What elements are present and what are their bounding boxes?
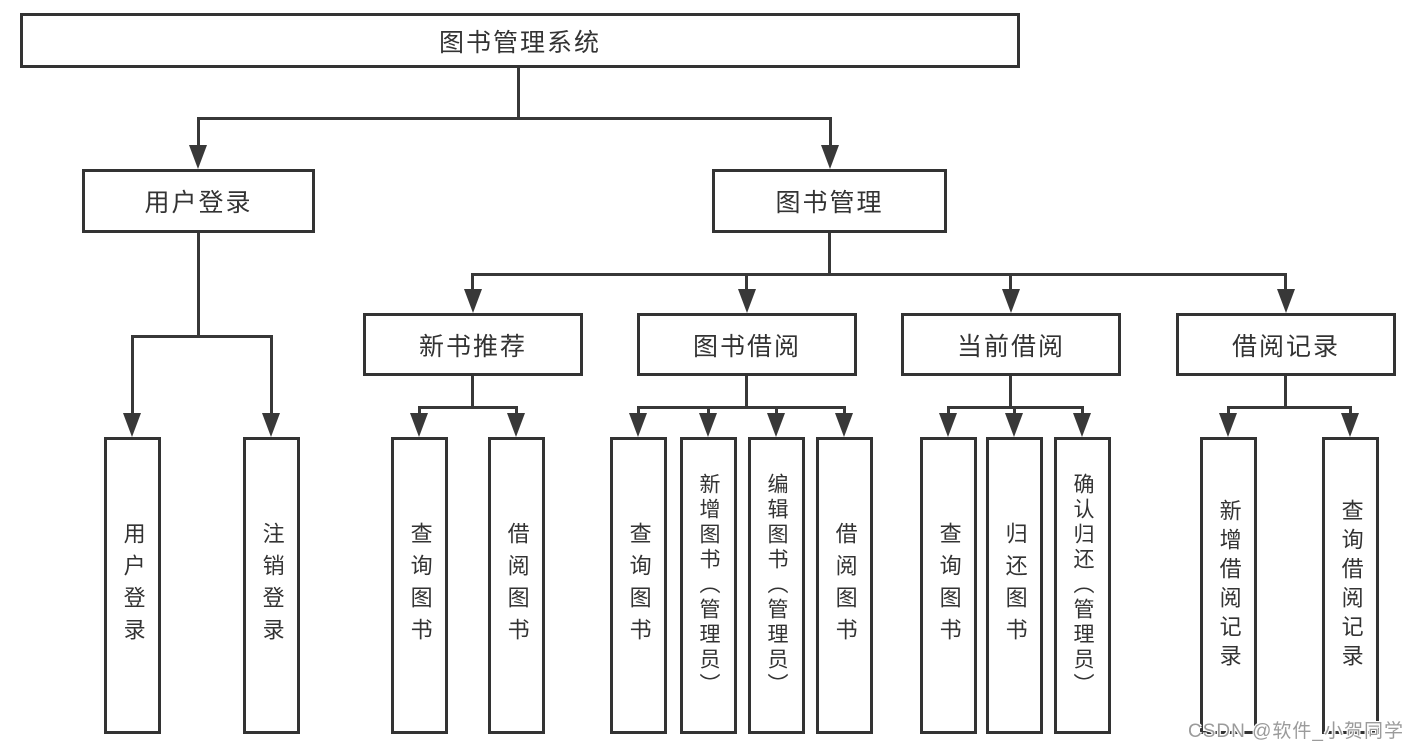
node-borrow-records: 借阅记录 (1176, 313, 1396, 376)
leaf-logout: 注销登录 (243, 437, 300, 734)
arrow-down-icon (1002, 289, 1020, 313)
node-label: 查询图书 (407, 521, 433, 650)
node-label: 归还图书 (1002, 521, 1028, 650)
leaf-br-add-record: 新增借阅记录 (1200, 437, 1257, 734)
node-current-borrow: 当前借阅 (901, 313, 1121, 376)
connector-line (515, 406, 518, 416)
connector-line (471, 273, 474, 291)
arrow-down-icon (507, 413, 525, 437)
arrow-down-icon (629, 413, 647, 437)
connector-line (517, 68, 520, 118)
node-label: 查询借阅记录 (1338, 498, 1364, 673)
connector-line (1009, 376, 1012, 408)
connector-line (1009, 273, 1012, 291)
leaf-cb-query-book: 查询图书 (920, 437, 977, 734)
leaf-br-query-record: 查询借阅记录 (1322, 437, 1379, 734)
connector-line (197, 117, 831, 120)
connector-line (745, 273, 748, 291)
node-label: 图书管理系统 (438, 28, 601, 57)
node-label: 新增图书（管理员） (697, 473, 721, 698)
connector-line (472, 273, 1287, 276)
connector-line (131, 335, 134, 415)
arrow-down-icon (821, 145, 839, 169)
connector-line (197, 117, 200, 147)
leaf-rec-borrow-book: 借阅图书 (488, 437, 545, 734)
leaf-bb-edit-book-admin: 编辑图书（管理员） (748, 437, 805, 734)
node-label: 当前借阅 (956, 332, 1065, 361)
node-label: 新增借阅记录 (1216, 498, 1242, 673)
connector-line (1227, 406, 1230, 416)
arrow-down-icon (767, 413, 785, 437)
connector-line (637, 406, 640, 416)
arrow-down-icon (1219, 413, 1237, 437)
connector-line (418, 406, 421, 416)
arrow-down-icon (699, 413, 717, 437)
connector-line (775, 406, 778, 416)
arrow-down-icon (835, 413, 853, 437)
node-book-borrow: 图书借阅 (637, 313, 857, 376)
connector-line (1227, 406, 1352, 409)
node-label: 图书借阅 (692, 332, 801, 361)
arrow-down-icon (1277, 289, 1295, 313)
connector-line (637, 406, 846, 409)
node-label: 用户登录 (144, 189, 253, 217)
node-label: 借阅图书 (504, 521, 530, 650)
arrow-down-icon (1341, 413, 1359, 437)
node-new-book-recommend: 新书推荐 (363, 313, 583, 376)
connector-line (1013, 406, 1016, 416)
connector-line (418, 406, 518, 409)
leaf-cb-return-book: 归还图书 (986, 437, 1043, 734)
connector-line (1284, 273, 1287, 291)
arrow-down-icon (939, 413, 957, 437)
arrow-down-icon (1005, 413, 1023, 437)
connector-line (843, 406, 846, 416)
node-book-management: 图书管理 (712, 169, 947, 233)
arrow-down-icon (1073, 413, 1091, 437)
connector-line (947, 406, 950, 416)
connector-line (745, 376, 748, 408)
leaf-bb-query-book: 查询图书 (610, 437, 667, 734)
arrow-down-icon (410, 413, 428, 437)
leaf-user-login: 用户登录 (104, 437, 161, 734)
arrow-down-icon (189, 145, 207, 169)
arrow-down-icon (464, 289, 482, 313)
connector-line (1081, 406, 1084, 416)
leaf-bb-borrow-book: 借阅图书 (816, 437, 873, 734)
node-label: 图书管理 (775, 189, 884, 217)
leaf-rec-query-book: 查询图书 (391, 437, 448, 734)
connector-line (1349, 406, 1352, 416)
connector-line (707, 406, 710, 416)
node-user-login: 用户登录 (82, 169, 315, 233)
connector-line (131, 335, 273, 338)
node-label: 确认归还（管理员） (1071, 473, 1095, 698)
arrow-down-icon (738, 289, 756, 313)
node-label: 查询图书 (626, 521, 652, 650)
arrow-down-icon (123, 413, 141, 437)
node-label: 借阅记录 (1231, 332, 1340, 361)
leaf-cb-confirm-return-admin: 确认归还（管理员） (1054, 437, 1111, 734)
node-label: 注销登录 (259, 521, 285, 650)
node-library-system: 图书管理系统 (20, 13, 1020, 68)
connector-line (471, 376, 474, 408)
connector-line (1284, 376, 1287, 408)
arrow-down-icon (262, 413, 280, 437)
connector-line (829, 117, 832, 147)
node-label: 新书推荐 (418, 332, 527, 361)
connector-line (197, 233, 200, 337)
node-label: 借阅图书 (832, 521, 858, 650)
node-label: 编辑图书（管理员） (765, 473, 789, 698)
csdn-watermark: CSDN @软件_小贺同学 (1188, 721, 1404, 742)
node-label: 查询图书 (936, 521, 962, 650)
leaf-bb-add-book-admin: 新增图书（管理员） (680, 437, 737, 734)
connector-line (270, 335, 273, 415)
connector-line (828, 233, 831, 275)
node-label: 用户登录 (120, 521, 146, 650)
